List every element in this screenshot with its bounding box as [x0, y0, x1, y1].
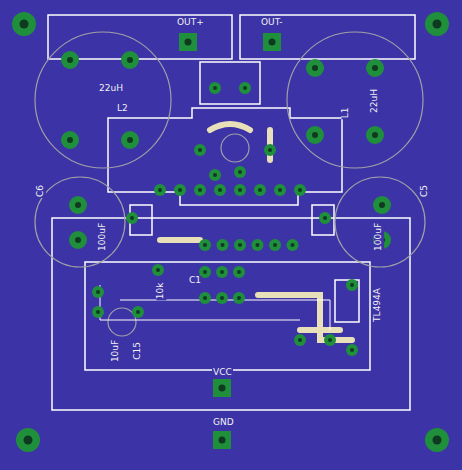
silk-label: L1 — [341, 107, 351, 120]
silk-label: TL494A — [373, 287, 383, 323]
small-pads — [92, 82, 358, 356]
silk-label: C1 — [188, 276, 202, 286]
silkscreen — [48, 15, 415, 410]
silk-label: L2 — [116, 104, 129, 114]
silk-label: 100uF — [98, 222, 108, 252]
component-outlines — [35, 32, 425, 336]
silk-label: C6 — [36, 184, 46, 198]
copper-traces — [160, 124, 352, 340]
silk-label: C5 — [420, 184, 430, 198]
silk-label: OUT- — [260, 18, 284, 28]
silk-label: C15 — [133, 341, 143, 361]
silk-label: GND — [212, 418, 235, 428]
thin-traces — [100, 285, 330, 330]
silk-label: 22uH — [370, 88, 380, 114]
silk-label: 100uF — [374, 222, 384, 252]
silk-label: OUT+ — [176, 18, 205, 28]
silk-label: VCC — [212, 368, 233, 378]
silk-label: 10uF — [111, 339, 121, 363]
pads — [61, 33, 391, 449]
silk-label: 22uH — [98, 84, 124, 94]
silk-label: 10k — [156, 282, 166, 301]
mounting-holes — [12, 12, 449, 452]
